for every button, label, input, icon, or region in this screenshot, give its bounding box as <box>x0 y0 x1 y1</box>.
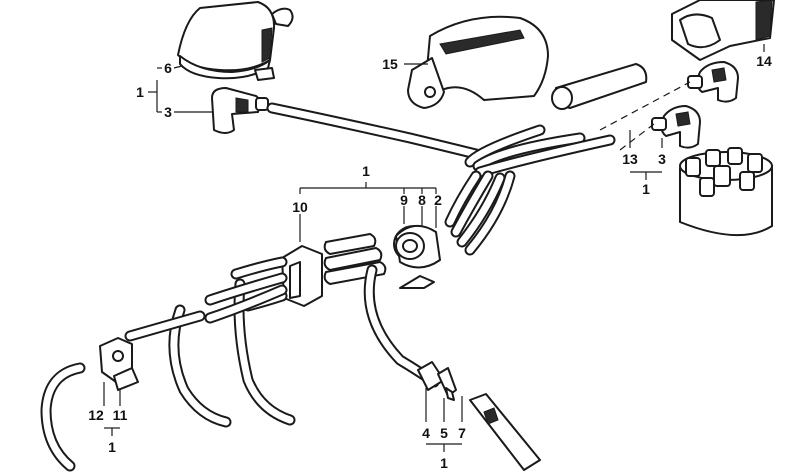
wire-grommet-clamp <box>393 225 441 289</box>
assembly-dashed-line-upper <box>599 81 691 131</box>
callout-6: 6 <box>164 60 172 76</box>
spark-plug-connector-upper-right <box>687 61 739 103</box>
callout-3-left: 3 <box>164 104 172 120</box>
wire-clip <box>99 337 139 391</box>
assembly-dashed-line-lower <box>619 123 655 151</box>
callout-14: 14 <box>756 53 772 69</box>
plug-terminal-parts <box>417 361 541 471</box>
callout-9: 9 <box>400 192 408 208</box>
ignition-wire-harness <box>266 102 616 256</box>
callout-4: 4 <box>422 425 430 441</box>
spark-plug-connector-lower-right <box>651 105 701 149</box>
callout-1-bottom-left: 1 <box>108 439 116 455</box>
callout-1-right: 1 <box>642 181 650 197</box>
lower-ignition-wires <box>40 256 440 472</box>
callout-1-bottom: 1 <box>440 455 448 471</box>
callout-3-right: 3 <box>658 151 666 167</box>
coil-boot-cover <box>671 0 775 61</box>
sleeve-tubes-center <box>323 233 387 285</box>
distributor-cap <box>679 147 773 236</box>
rubber-sleeve <box>551 63 648 110</box>
callout-15: 15 <box>382 56 398 72</box>
leader-lines <box>103 44 765 452</box>
callout-1-center: 1 <box>362 163 370 179</box>
wire-separator <box>281 245 323 307</box>
callout-8: 8 <box>418 192 426 208</box>
callout-7: 7 <box>458 425 466 441</box>
callout-13: 13 <box>622 151 638 167</box>
callout-1-top: 1 <box>136 84 144 100</box>
callout-11: 11 <box>113 407 128 423</box>
distributor-boot-cover <box>177 1 294 81</box>
callout-labels: 1 6 3 15 14 13 3 1 1 9 8 2 10 12 11 1 4 … <box>88 53 772 471</box>
callout-10: 10 <box>292 199 308 215</box>
callout-2: 2 <box>434 192 442 208</box>
callout-5: 5 <box>440 425 448 441</box>
distributor-rotor <box>407 15 549 109</box>
callout-12: 12 <box>88 407 104 423</box>
spark-plug-connector-left <box>211 87 269 134</box>
